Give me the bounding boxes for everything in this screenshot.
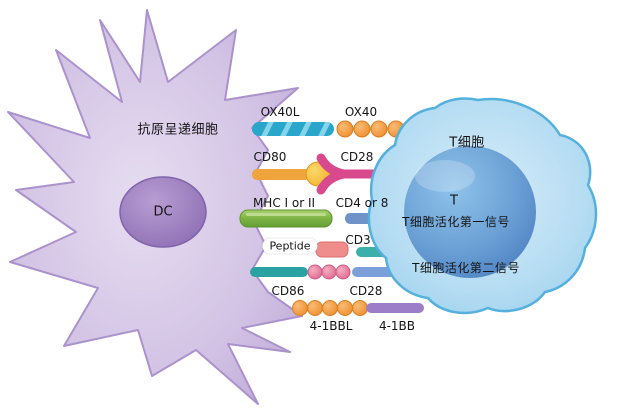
signal1-label: T细胞活化第一信号 xyxy=(402,215,510,229)
4-1bb-label: 4-1BB xyxy=(378,319,416,333)
cd3-label: CD3 xyxy=(345,233,371,247)
cd4or8-label: CD4 or 8 xyxy=(335,196,389,210)
cd86-bar xyxy=(250,267,308,277)
cd28-bottom-label: CD28 xyxy=(349,284,383,298)
t-cell xyxy=(367,97,598,315)
ox40-label: OX40 xyxy=(344,105,378,119)
peptide-shape xyxy=(315,241,349,258)
4-1bbl-label: 4-1BBL xyxy=(309,319,353,333)
dc-nucleus xyxy=(119,176,207,248)
mhc-bar xyxy=(239,209,333,228)
cd80-bar xyxy=(252,161,331,187)
4-1bb-bar xyxy=(366,303,424,313)
ox40l-bar xyxy=(252,122,334,136)
cd86-label: CD86 xyxy=(271,284,305,298)
ox40l-label: OX40L xyxy=(260,105,300,119)
4-1bbl-beads xyxy=(292,300,368,316)
t-cell-nucleus-highlight xyxy=(415,160,475,192)
peptide-label: Peptide xyxy=(262,238,318,254)
dc-nucleus-label: DC xyxy=(153,204,173,220)
apc-cell xyxy=(7,9,303,405)
cd28-top-label: CD28 xyxy=(340,150,374,164)
t-cell-nucleus xyxy=(404,146,536,278)
t-cell-label: T细胞 xyxy=(449,135,485,151)
apc-label: 抗原呈递细胞 xyxy=(137,122,219,138)
cd86-beads xyxy=(307,264,351,280)
mhc-label: MHC I or II xyxy=(252,196,316,210)
signal2-label: T细胞活化第二信号 xyxy=(412,261,520,275)
t-nucleus-label: T xyxy=(450,193,458,209)
cd80-label: CD80 xyxy=(253,150,287,164)
